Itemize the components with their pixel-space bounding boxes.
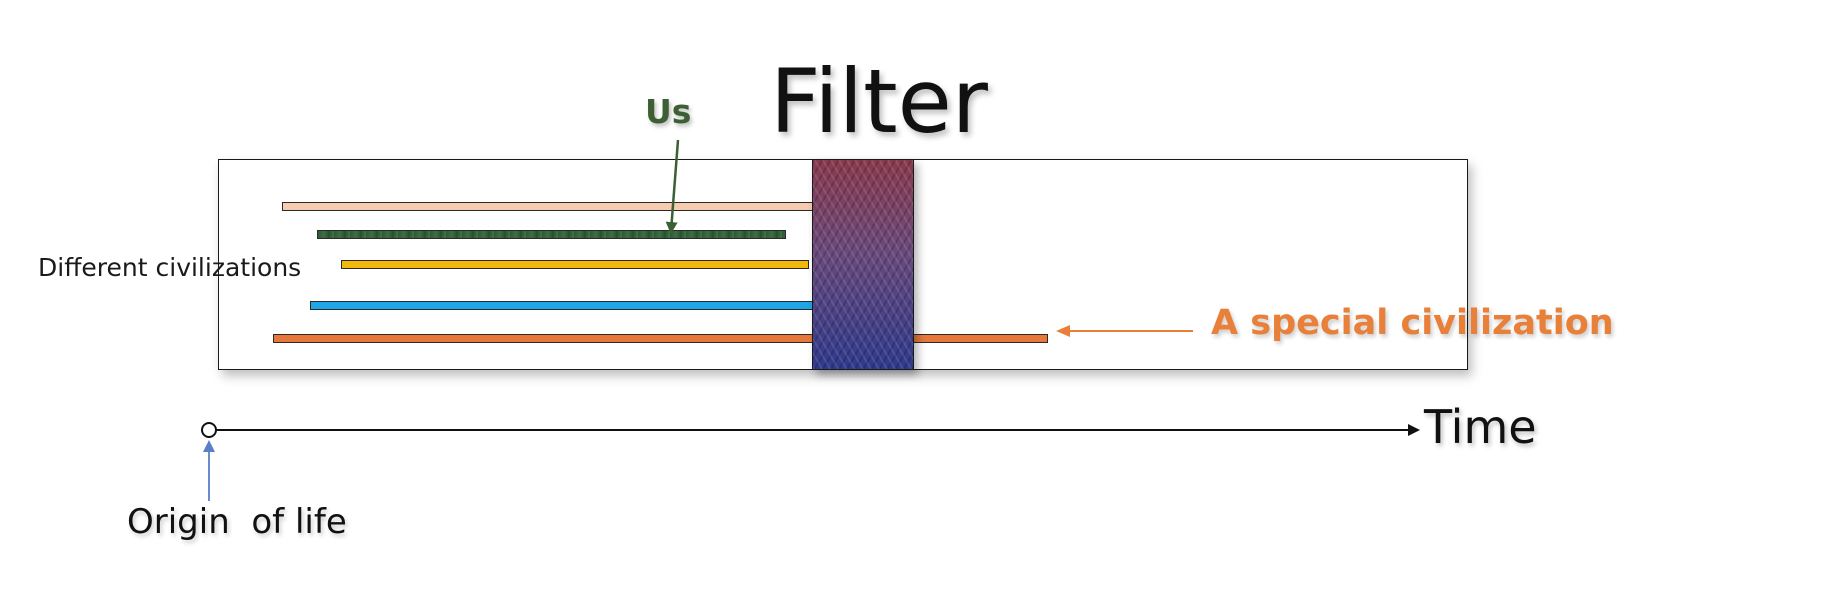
different-civilizations-label: Different civilizations bbox=[38, 253, 302, 282]
origin-of-life-label: Origin of life bbox=[127, 502, 347, 542]
special-civilization-label: A special civilization bbox=[1211, 303, 1614, 343]
civilization-bar-yellow bbox=[341, 260, 809, 269]
us-label: Us bbox=[645, 92, 692, 131]
civilization-bar-us bbox=[317, 230, 786, 239]
filter-block bbox=[812, 159, 914, 370]
civilization-bar-special bbox=[273, 334, 1048, 343]
time-axis-label: Time bbox=[1424, 400, 1537, 454]
origin-marker bbox=[201, 422, 217, 438]
filter-title: Filter bbox=[770, 50, 988, 153]
us-arrow bbox=[665, 139, 680, 234]
